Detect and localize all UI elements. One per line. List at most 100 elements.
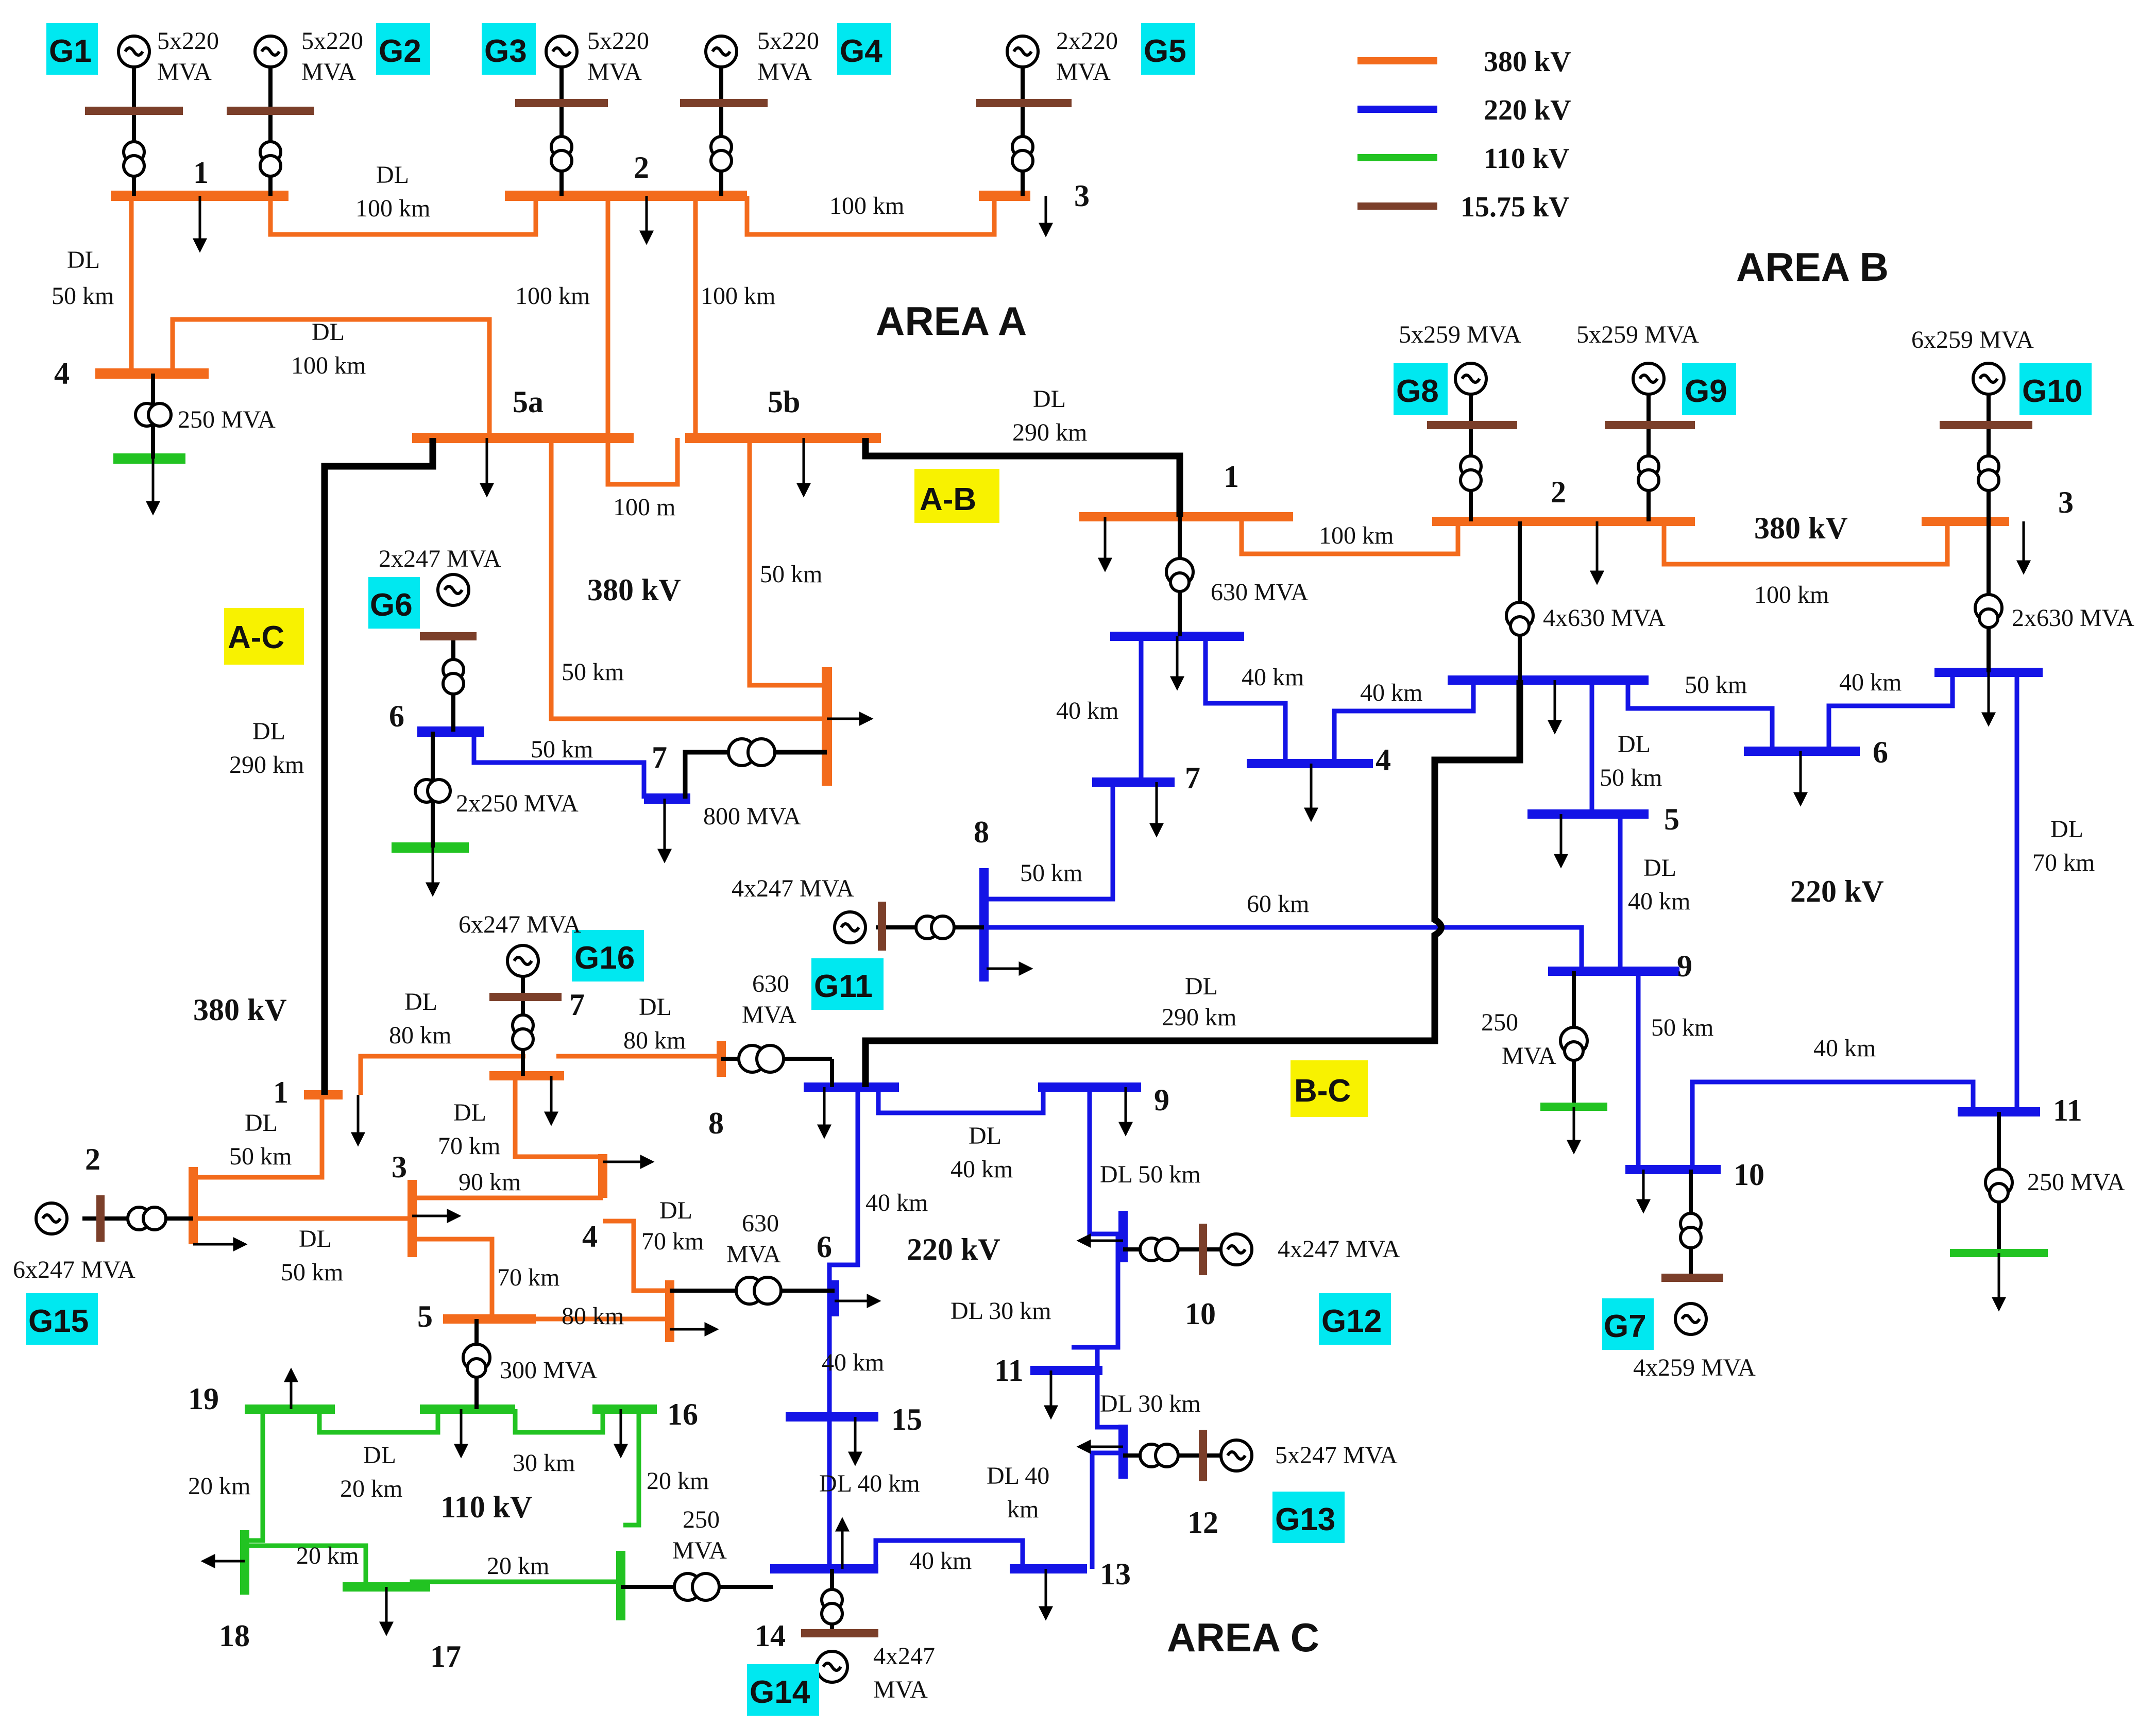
- rating-g8: 5x259 MVA: [1399, 321, 1521, 348]
- line-label: 40 km: [909, 1547, 972, 1575]
- xfmr-rating-b9-b: MVA: [1502, 1042, 1556, 1070]
- line-label: DL 30 km: [950, 1297, 1051, 1325]
- bus-number: 1: [1224, 460, 1239, 494]
- tie-tag-bc: B-C: [1291, 1060, 1368, 1117]
- svg-text:G15: G15: [28, 1304, 89, 1339]
- bus-number: 14: [755, 1619, 786, 1653]
- tie-line-a-b: [862, 438, 1183, 517]
- line-c9-c10: [1087, 1087, 1123, 1237]
- generator-g12-icon: [1219, 1232, 1253, 1266]
- load-arrow-c8: [817, 1087, 832, 1139]
- xfmr-rating-c8-b: MVA: [742, 1001, 796, 1028]
- svg-text:G8: G8: [1396, 374, 1439, 409]
- load-arrow-b2: [1589, 521, 1605, 585]
- line-a7-transformer: [683, 750, 732, 799]
- line-label: 70 km: [2032, 849, 2095, 876]
- bus-number: 8: [708, 1106, 724, 1140]
- line-label: DL: [1643, 854, 1676, 882]
- load-arrow-b4: [1303, 764, 1319, 822]
- transformer-b9: [1559, 1026, 1589, 1062]
- line-label: DL: [404, 988, 437, 1016]
- svg-text:G16: G16: [574, 940, 635, 976]
- tie-line-a-c: [321, 438, 436, 1095]
- bus-number: 6: [817, 1230, 832, 1264]
- gen-tag-g13: G13: [1272, 1492, 1345, 1543]
- line-label: DL: [1185, 973, 1218, 1000]
- transformer-a6: [414, 778, 452, 804]
- generator-bus-bars-b: [878, 421, 2032, 1282]
- load-arrow-b8: [987, 961, 1033, 976]
- line-label: DL: [245, 1109, 278, 1137]
- voltage-label-c380: 380 kV: [193, 993, 287, 1027]
- voltage-label-c220: 220 kV: [907, 1232, 1000, 1266]
- bus-number: 10: [1734, 1158, 1764, 1192]
- xfmr-rating-b3: 2x630 MVA: [2012, 604, 2134, 632]
- line-label: DL: [252, 718, 285, 745]
- svg-text:G9: G9: [1685, 374, 1727, 409]
- gen-tag-g9: G9: [1682, 363, 1736, 415]
- line-label: 70 km: [497, 1264, 559, 1291]
- gen-tag-g7: G7: [1602, 1298, 1654, 1350]
- line-c14-c13: [873, 1538, 1025, 1569]
- area-c-380kv-network: [193, 1054, 721, 1322]
- line-label: DL: [639, 993, 672, 1021]
- load-arrow-a1: [192, 196, 208, 253]
- load-arrow-a4: [145, 459, 161, 516]
- xfmr-rating-b1: 630 MVA: [1211, 579, 1309, 606]
- load-arrow-c4: [603, 1154, 655, 1170]
- gen-tag-g16: G16: [572, 930, 644, 982]
- area-a-title: AREA A: [876, 298, 1027, 344]
- load-arrow-c13: [1038, 1569, 1054, 1621]
- line-c17-c14: [410, 1579, 623, 1587]
- rating-g2-a: 5x220: [301, 27, 363, 55]
- load-arrow-c9: [1118, 1087, 1133, 1137]
- line-c10-c11: [1072, 1234, 1121, 1350]
- line-label: DL: [1033, 385, 1066, 413]
- load-arrow-c18: [200, 1553, 245, 1569]
- transformer-g11: [914, 915, 956, 940]
- line-label: 20 km: [340, 1475, 402, 1502]
- line-a5a-a7: [549, 438, 827, 721]
- legend-label-110: 110 kV: [1484, 143, 1570, 175]
- gen-tag-g3: G3: [482, 23, 536, 75]
- gen-tag-g11: G11: [811, 958, 884, 1010]
- generator-symbols: [35, 35, 2006, 1684]
- bus-numbers: 1 2 3 4 5a 5b 6 7 1 2 3 4 5 6 7 8 9 10 1…: [54, 150, 2082, 1673]
- transformer-b11: [1984, 1167, 2014, 1204]
- tie-tag-ac: A-C: [224, 608, 304, 665]
- legend-label-220: 220 kV: [1484, 94, 1571, 126]
- line-label: DL: [67, 246, 100, 274]
- gen-tag-g5: G5: [1141, 23, 1195, 75]
- svg-text:A-C: A-C: [228, 620, 284, 655]
- voltage-label-a: 380 kV: [587, 573, 681, 607]
- line-label: 30 km: [513, 1449, 575, 1477]
- bus-number: 1: [273, 1075, 288, 1109]
- line-c19-c17a: [317, 1409, 440, 1435]
- load-arrow-b11: [1991, 1253, 2007, 1312]
- xfmr-rating-b11: 250 MVA: [2027, 1169, 2125, 1196]
- area-c-380kv-buses: [189, 1041, 726, 1342]
- line-label: 100 km: [515, 282, 590, 310]
- tie-lines: [321, 438, 1523, 1095]
- bus-number: 5a: [513, 385, 544, 419]
- load-arrow-a5b: [796, 438, 811, 498]
- line-label: 40 km: [1242, 664, 1304, 691]
- load-arrow-b6: [1793, 751, 1808, 807]
- voltage-legend: 380 kV 220 kV 110 kV 15.75 kV: [1357, 46, 1571, 223]
- rating-g14-a: 4x247: [873, 1643, 935, 1670]
- rating-g15: 6x247 MVA: [13, 1256, 135, 1283]
- generator-g8-icon: [1454, 362, 1488, 396]
- legend-label-380: 380 kV: [1484, 46, 1571, 78]
- line-label: DL 40: [987, 1462, 1049, 1490]
- load-arrow-c7: [544, 1076, 559, 1126]
- line-label: 70 km: [641, 1228, 704, 1255]
- generator-g13-icon: [1219, 1439, 1253, 1473]
- transformer-g8: [1459, 454, 1483, 492]
- generator-g4-icon: [704, 35, 738, 69]
- bus-number: 9: [1154, 1083, 1169, 1117]
- load-arrow-a2: [639, 196, 654, 245]
- voltage-label-b220: 220 kV: [1790, 874, 1884, 908]
- transformer-b1: [1165, 557, 1195, 593]
- line-label: DL 50 km: [1100, 1161, 1201, 1188]
- transformer-c5: [462, 1343, 491, 1379]
